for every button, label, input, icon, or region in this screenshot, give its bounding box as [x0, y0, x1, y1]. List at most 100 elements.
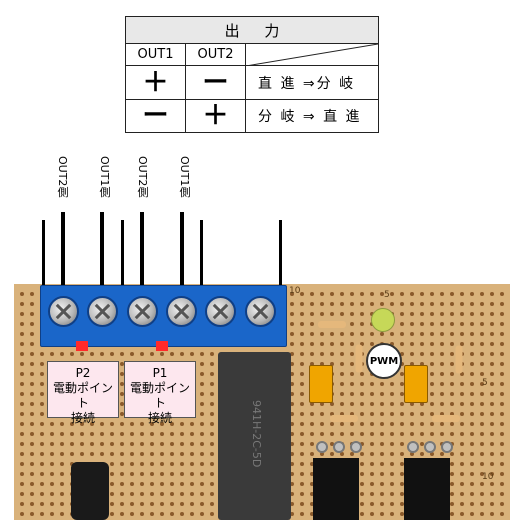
- pcb-hole: [400, 432, 404, 436]
- pcb-hole: [490, 302, 494, 306]
- p2-line1: 電動ポイント: [52, 381, 113, 410]
- p2-line2: 接続: [70, 411, 95, 425]
- pcb-hole: [380, 432, 384, 436]
- pcb-hole: [350, 292, 354, 296]
- pcb-hole: [70, 442, 74, 446]
- pcb-hole: [440, 292, 444, 296]
- pcb-hole: [120, 352, 124, 356]
- pcb-hole: [120, 462, 124, 466]
- pcb-hole: [30, 312, 34, 316]
- pcb-hole: [310, 452, 314, 456]
- pcb-hole: [60, 502, 64, 506]
- pcb-hole: [60, 512, 64, 516]
- pcb-hole: [210, 472, 214, 476]
- pcb-hole: [390, 422, 394, 426]
- pcb-hole: [440, 452, 444, 456]
- pcb-hole: [60, 422, 64, 426]
- pcb-hole: [500, 332, 504, 336]
- pcb-hole: [370, 302, 374, 306]
- pcb-hole: [450, 392, 454, 396]
- pcb-hole: [360, 302, 364, 306]
- jumper-right: [404, 365, 428, 403]
- silk-label: 10: [289, 286, 301, 296]
- pcb-hole: [40, 442, 44, 446]
- pcb-hole: [350, 382, 354, 386]
- pcb-hole: [200, 362, 204, 366]
- silk-label: 5: [482, 378, 488, 388]
- pcb-hole: [480, 392, 484, 396]
- pcb-hole: [70, 422, 74, 426]
- pcb-hole: [500, 322, 504, 326]
- pcb-hole: [100, 352, 104, 356]
- pcb-hole: [210, 452, 214, 456]
- pcb-hole: [380, 422, 384, 426]
- wire: [140, 212, 144, 292]
- pcb-hole: [360, 422, 364, 426]
- pcb-hole: [110, 462, 114, 466]
- pcb-hole: [400, 442, 404, 446]
- pcb-hole: [450, 362, 454, 366]
- pcb-hole: [300, 302, 304, 306]
- wire-label-out1-a: OUT1側: [98, 156, 111, 198]
- pcb-hole: [290, 332, 294, 336]
- pcb-hole: [480, 462, 484, 466]
- pcb-hole: [340, 432, 344, 436]
- pcb-hole: [470, 332, 474, 336]
- pcb-hole: [160, 502, 164, 506]
- pcb-hole: [140, 352, 144, 356]
- pcb-hole: [420, 342, 424, 346]
- pcb-hole: [430, 412, 434, 416]
- pcb-hole: [330, 422, 334, 426]
- pcb-hole: [80, 442, 84, 446]
- terminal-screw: [48, 296, 79, 327]
- pcb-hole: [30, 452, 34, 456]
- pcb-hole: [490, 412, 494, 416]
- pcb-hole: [420, 312, 424, 316]
- pcb-hole: [30, 382, 34, 386]
- pcb-hole: [170, 352, 174, 356]
- pcb-hole: [480, 372, 484, 376]
- pcb-hole: [90, 452, 94, 456]
- pcb-hole: [360, 432, 364, 436]
- pcb-hole: [450, 482, 454, 486]
- pcb-hole: [20, 462, 24, 466]
- row1-out2: ー: [186, 66, 246, 100]
- pcb-hole: [110, 422, 114, 426]
- pcb-hole: [320, 402, 324, 406]
- pcb-hole: [440, 302, 444, 306]
- pcb-hole: [500, 302, 504, 306]
- pcb-hole: [430, 322, 434, 326]
- pcb-hole: [410, 352, 414, 356]
- wire-thin: [121, 220, 124, 292]
- pcb-hole: [190, 452, 194, 456]
- pcb-hole: [370, 392, 374, 396]
- pcb-hole: [350, 372, 354, 376]
- pcb-hole: [290, 462, 294, 466]
- pcb-hole: [40, 432, 44, 436]
- pcb-hole: [390, 512, 394, 516]
- pcb-hole: [500, 482, 504, 486]
- pcb-hole: [50, 482, 54, 486]
- pcb-hole: [500, 502, 504, 506]
- pcb-hole: [470, 412, 474, 416]
- pcb-hole: [470, 382, 474, 386]
- pcb-hole: [30, 292, 34, 296]
- pcb-hole: [500, 402, 504, 406]
- pcb-hole: [290, 512, 294, 516]
- pcb-hole: [490, 292, 494, 296]
- pcb-hole: [300, 322, 304, 326]
- p2-label-box: P2 電動ポイント 接続: [47, 361, 119, 425]
- pcb-hole: [470, 422, 474, 426]
- pcb-hole: [410, 292, 414, 296]
- pcb-hole: [400, 472, 404, 476]
- pcb-hole: [190, 432, 194, 436]
- pcb-hole: [360, 342, 364, 346]
- pcb-hole: [330, 312, 334, 316]
- pcb-hole: [390, 292, 394, 296]
- terminal-screw: [166, 296, 197, 327]
- pcb-hole: [410, 302, 414, 306]
- pcb-hole: [460, 392, 464, 396]
- pcb-hole: [460, 412, 464, 416]
- pcb-hole: [180, 432, 184, 436]
- pcb-hole: [370, 462, 374, 466]
